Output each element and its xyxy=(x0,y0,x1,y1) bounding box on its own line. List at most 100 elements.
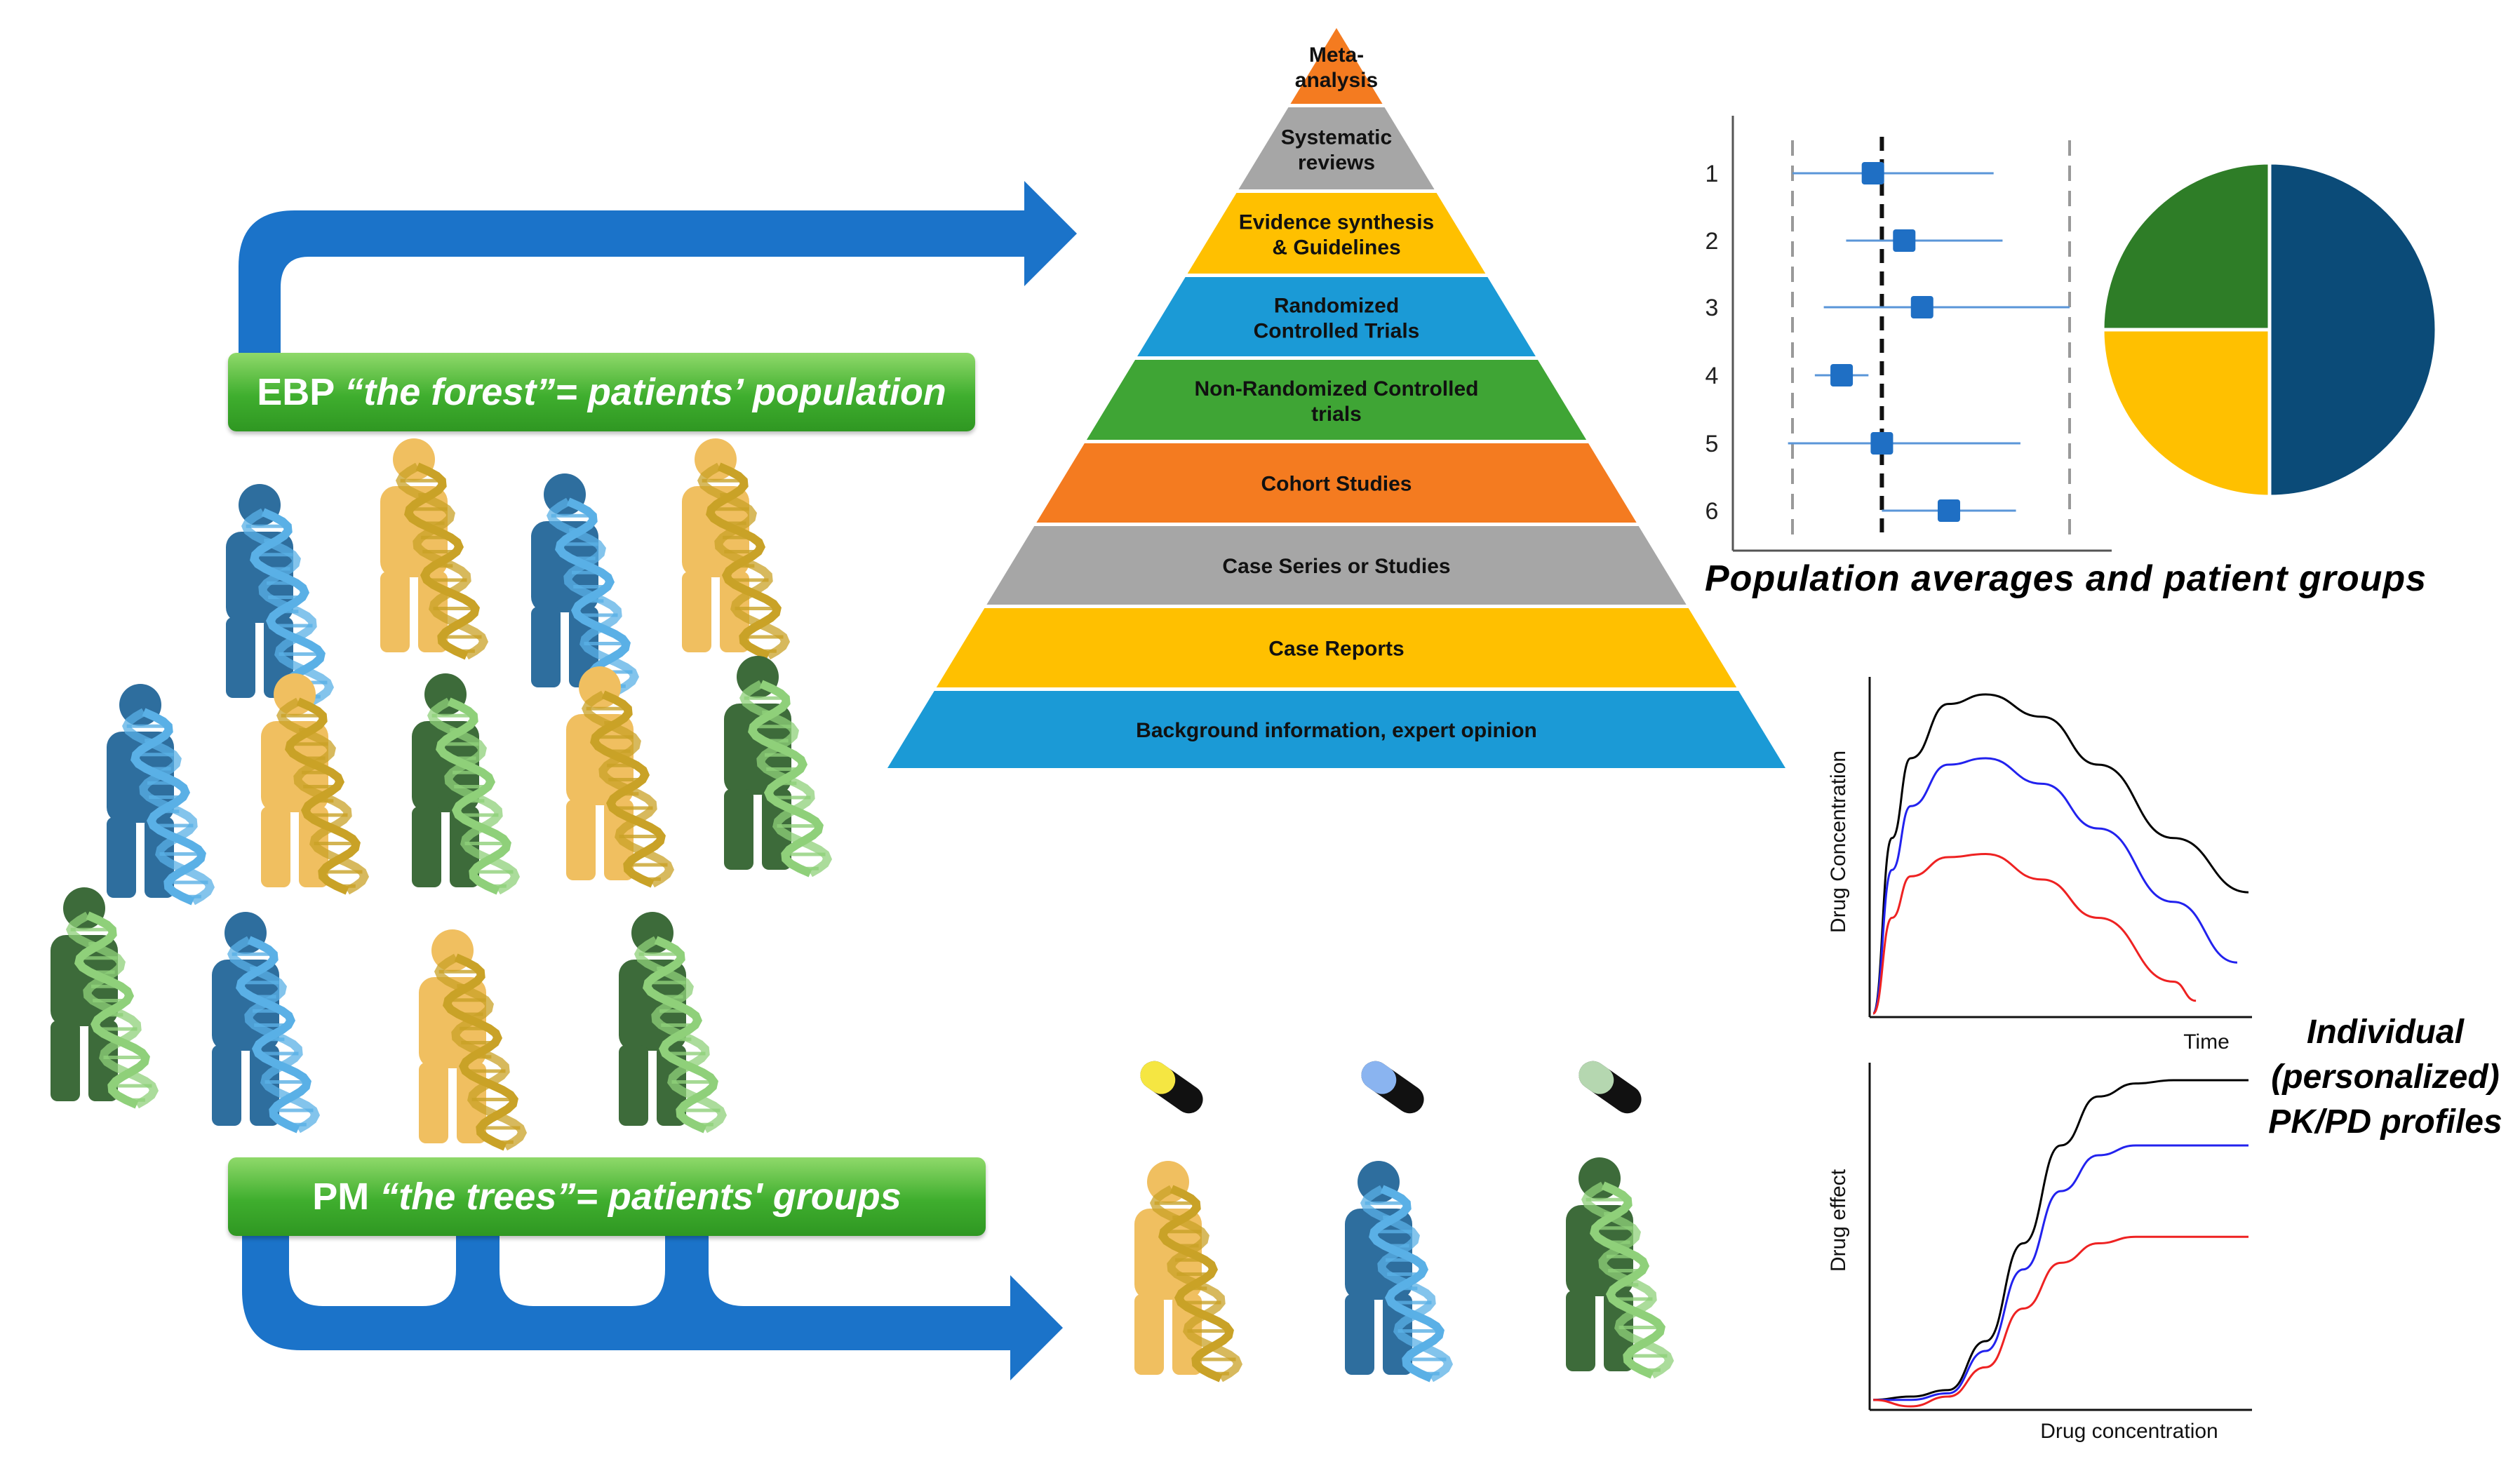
pyramid-tier-label: reviews xyxy=(1298,152,1375,175)
person-icon xyxy=(261,673,328,887)
individual-caption-line3: PK/PD profiles xyxy=(2268,1103,2502,1141)
forest-estimate-marker xyxy=(1893,229,1916,252)
pie-slice-2 xyxy=(2100,328,2272,499)
forest-estimate-marker xyxy=(1830,364,1854,386)
pill-icon xyxy=(1140,1061,1203,1114)
person-leg xyxy=(261,807,290,887)
pyramid-tier-label: Systematic xyxy=(1281,126,1392,149)
person-leg xyxy=(212,1045,241,1126)
pyramid-tier-label: Case Reports xyxy=(1268,638,1404,661)
chart-y-label: Drug Concentration xyxy=(1827,751,1850,933)
pyramid-tier-7 xyxy=(986,526,1687,605)
pyramid-tier-2 xyxy=(1238,107,1435,189)
dna-strand xyxy=(227,936,321,1134)
pyramid-tier-8 xyxy=(936,608,1737,687)
pyramid-tier-label: Cohort Studies xyxy=(1261,473,1412,496)
person-leg xyxy=(1566,1291,1595,1371)
pyramid-tier-label: Background information, expert opinion xyxy=(1136,719,1537,742)
pyramid-tier-label: Randomized xyxy=(1274,295,1399,318)
dna-strand xyxy=(434,953,528,1151)
person-leg xyxy=(531,607,561,687)
pyramid-tier-5 xyxy=(1086,360,1587,440)
chart-x-label: Time xyxy=(2183,1030,2230,1054)
dna-icon xyxy=(1149,1185,1243,1383)
pie-slice-1 xyxy=(2267,161,2439,499)
pyramid-tier-4 xyxy=(1137,277,1536,356)
pyramid-tier-label: Case Series or Studies xyxy=(1222,555,1450,578)
person-leg xyxy=(380,572,410,652)
dna-icon xyxy=(227,936,321,1134)
population-caption: Population averages and patient groups xyxy=(1705,558,2427,599)
dna-icon xyxy=(1581,1181,1675,1379)
pyramid-tier-label: analysis xyxy=(1295,69,1378,92)
chart-series-line xyxy=(1872,852,2197,1015)
person-leg xyxy=(682,572,711,652)
dna-icon xyxy=(65,911,159,1109)
pyramid-tier-9 xyxy=(887,691,1785,768)
dna-strand xyxy=(241,508,335,706)
pm-arrow xyxy=(242,1235,1063,1380)
chart-y-label: Drug effect xyxy=(1827,1169,1850,1272)
chart-series-line xyxy=(1872,1235,2248,1408)
dna-strand xyxy=(427,697,521,895)
dna-icon xyxy=(634,936,728,1134)
dna-icon xyxy=(276,697,370,895)
pm-banner-text: “the trees”= patients' groups xyxy=(380,1176,902,1218)
person-leg xyxy=(1134,1294,1164,1375)
pyramid-tier-6 xyxy=(1036,443,1637,523)
forest-row-label: 5 xyxy=(1705,431,1719,457)
dna-strand xyxy=(1360,1185,1454,1383)
pyramid-tier-label: Evidence synthesis xyxy=(1239,211,1434,234)
person-leg xyxy=(1345,1294,1374,1375)
forest-estimate-marker xyxy=(1937,499,1960,522)
ebp-banner-prefix: EBP xyxy=(257,371,345,413)
forest-row-label: 6 xyxy=(1705,498,1719,525)
pm-banner-prefix: PM xyxy=(312,1176,380,1218)
dna-icon xyxy=(739,680,833,877)
pyramid-tier-1 xyxy=(1290,28,1383,104)
person-leg xyxy=(51,1021,80,1101)
pm-banner: PM “the trees”= patients' groups xyxy=(228,1157,986,1236)
chart-series-line xyxy=(1872,1079,2248,1401)
ebp-banner: EBP “the forest”= patients’ population xyxy=(228,353,975,431)
chart-series-line xyxy=(1872,1144,2248,1401)
dna-strand xyxy=(121,708,215,906)
person-leg xyxy=(412,807,441,887)
person-leg xyxy=(566,800,596,880)
pyramid-tier-label: Meta- xyxy=(1309,43,1364,67)
person-leg xyxy=(619,1045,648,1126)
dna-strand xyxy=(581,690,675,888)
pyramid-tier-label: & Guidelines xyxy=(1272,236,1400,260)
dna-strand xyxy=(276,697,370,895)
forest-row-label: 3 xyxy=(1705,295,1719,321)
dna-strand xyxy=(395,462,489,660)
dna-strand xyxy=(1581,1181,1675,1379)
person-leg xyxy=(226,617,255,698)
dna-icon xyxy=(427,697,521,895)
dna-strand xyxy=(697,462,791,660)
pill-icon xyxy=(1361,1061,1424,1114)
individual-caption-line2: (personalized) xyxy=(2271,1058,2500,1096)
pyramid-tier-label: Non-Randomized Controlled xyxy=(1195,377,1479,401)
forest-estimate-marker xyxy=(1910,296,1933,318)
dna-strand xyxy=(65,911,159,1109)
dna-strand xyxy=(1149,1185,1243,1383)
person-leg xyxy=(724,789,753,870)
pill-cap xyxy=(1140,1061,1176,1094)
forest-estimate-marker xyxy=(1870,432,1894,455)
person-leg xyxy=(419,1063,448,1143)
ebp-banner-text: “the forest”= patients’ population xyxy=(344,371,946,413)
pill-icon xyxy=(1579,1061,1642,1114)
forest-row-label: 2 xyxy=(1705,228,1719,255)
dna-strand xyxy=(634,936,728,1134)
forest-estimate-marker xyxy=(1861,162,1884,184)
dna-strand xyxy=(739,680,833,877)
individual-caption: Individual (personalized) PK/PD profiles xyxy=(2266,1010,2505,1145)
